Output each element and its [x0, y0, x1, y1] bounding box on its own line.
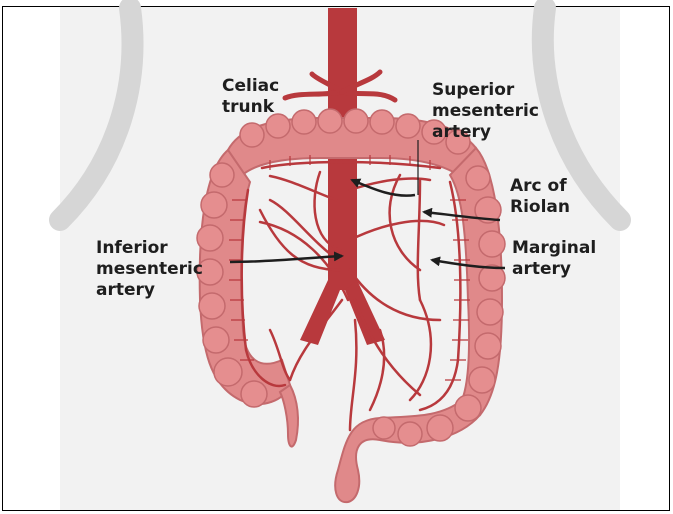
- label-arc-of-riolan: Arc of Riolan: [510, 176, 570, 218]
- label-inferior-mesenteric-artery: Inferior mesenteric artery: [96, 238, 203, 301]
- label-superior-mesenteric-artery: Superior mesenteric artery: [432, 80, 539, 143]
- label-celiac-trunk: Celiac trunk: [222, 76, 279, 118]
- label-marginal-artery: Marginal artery: [512, 238, 596, 280]
